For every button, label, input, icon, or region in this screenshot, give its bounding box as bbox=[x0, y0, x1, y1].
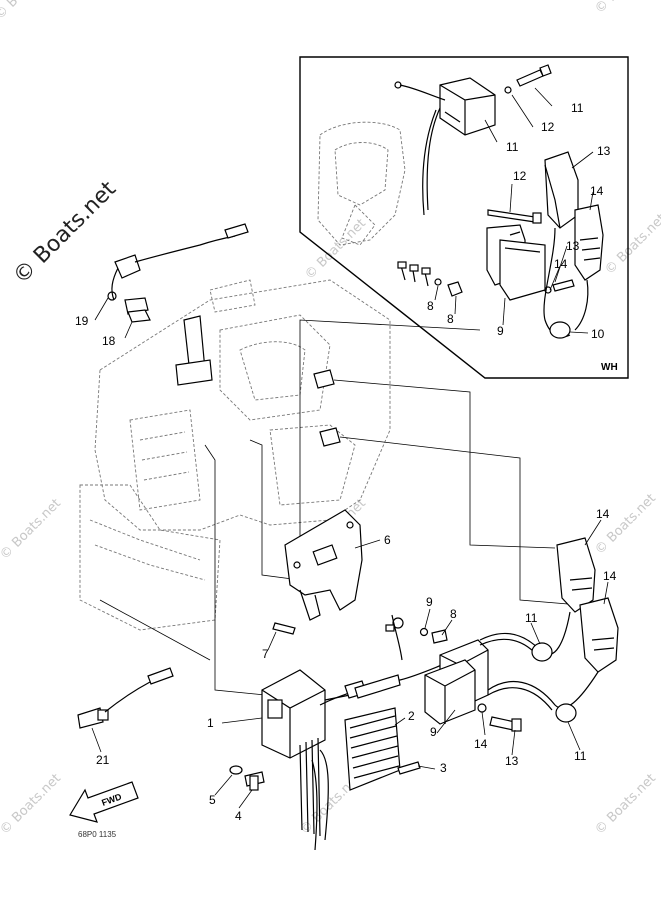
watermark: © Boats.net bbox=[0, 496, 64, 563]
callout-17: 12 bbox=[541, 120, 555, 134]
callout-15: 11 bbox=[506, 140, 519, 154]
inset-corner-label: WH bbox=[601, 362, 618, 373]
visible-callouts: 13 13 bbox=[566, 239, 580, 253]
callout-12a-v2: 13 bbox=[566, 239, 580, 253]
watermark: © Boats.net bbox=[602, 211, 661, 278]
callout-16: 11 bbox=[571, 101, 584, 115]
plug-caps bbox=[479, 537, 619, 723]
fasteners-mid bbox=[272, 614, 448, 661]
watermark: © Boats.net bbox=[0, 771, 64, 838]
bolt-3 bbox=[397, 761, 421, 775]
callout-18: 12 bbox=[513, 169, 527, 183]
watermark: © Boats.net bbox=[0, 0, 59, 23]
inset-panel: WH bbox=[299, 56, 629, 379]
fwd-arrow-icon: FWD bbox=[69, 781, 139, 823]
watermark: © Boats.net bbox=[302, 216, 369, 283]
bracket bbox=[284, 509, 363, 621]
cdi-unit bbox=[261, 659, 456, 837]
fasteners-low bbox=[229, 765, 265, 791]
ignition-coils bbox=[424, 639, 522, 732]
watermark-main: © Boats.net bbox=[9, 176, 122, 289]
callout-14b: 14 bbox=[590, 184, 604, 198]
drawing-code: 68P0 1135 bbox=[78, 830, 117, 839]
sensor-21 bbox=[77, 667, 174, 729]
watermark: © Boats.net bbox=[592, 491, 659, 558]
rectifier bbox=[311, 707, 401, 851]
callout-leaders bbox=[91, 87, 609, 809]
watermark: © Boats.net bbox=[592, 771, 659, 838]
connection-lines bbox=[99, 319, 581, 696]
watermark: © Boats.net bbox=[592, 0, 659, 17]
sender-assembly bbox=[107, 223, 249, 323]
callout-14a: 13 bbox=[597, 144, 611, 158]
callouts: 11 12 11 13 14 12 11 12 12 12 12 12 12 bbox=[506, 101, 611, 198]
